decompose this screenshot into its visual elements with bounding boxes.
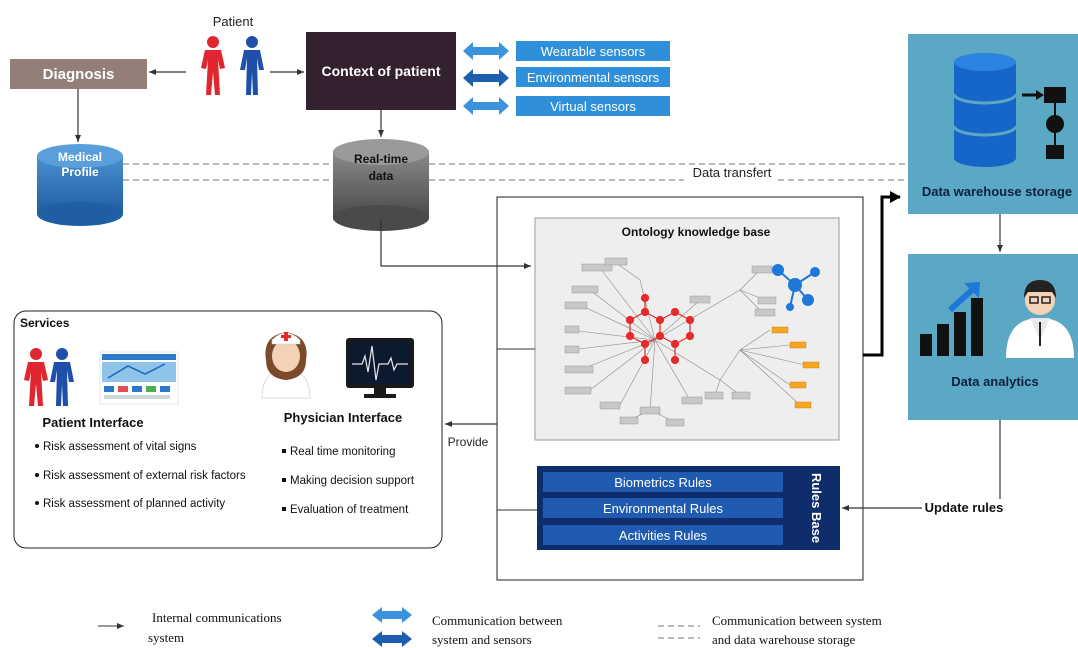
patient-label: Patient [213, 14, 254, 29]
medical-profile-label-2: Profile [61, 165, 99, 179]
physician-interface-item-1: Real time monitoring [290, 446, 395, 458]
diagnosis-label: Diagnosis [43, 66, 115, 83]
patient-bullet-2 [35, 473, 39, 477]
patient-figures-icon [201, 36, 264, 95]
patient-interface-item-2: Risk assessment of external risk factors [43, 470, 246, 482]
legend-warehouse-line-2: and data warehouse storage [712, 632, 856, 647]
context-label: Context of patient [322, 63, 441, 79]
activities-rules-box [543, 525, 783, 545]
biometrics-rules-box [543, 472, 783, 492]
environmental-rules-label: Environmental Rules [603, 501, 723, 516]
data-transfer-dashed-lines [123, 163, 908, 181]
physician-bullet-1 [282, 449, 286, 453]
legend-dashed-lines [658, 625, 700, 639]
update-rules-arrow [842, 420, 1001, 511]
environmental-sensors-label: Environmental sensors [527, 70, 660, 85]
system-to-warehouse-arrow [863, 191, 901, 357]
patient-interface-item-3: Risk assessment of planned activity [43, 498, 225, 510]
physician-interface-item-2: Making decision support [290, 475, 415, 487]
ontology-title: Ontology knowledge base [622, 225, 771, 239]
physician-interface-title: Physician Interface [284, 410, 403, 425]
update-rules-label: Update rules [925, 500, 1004, 515]
physician-bullet-3 [282, 507, 286, 511]
database-icon [952, 53, 1018, 167]
virtual-sensors-box [516, 96, 670, 116]
provide-label: Provide [448, 435, 489, 449]
legend-internal-line-2: system [148, 630, 184, 645]
diagnosis-box [10, 59, 147, 89]
environmental-sensors-box [516, 67, 670, 87]
medical-profile-label-1: Medical [58, 150, 102, 164]
nurse-icon [261, 332, 311, 399]
biometrics-rules-label: Biometrics Rules [614, 475, 712, 490]
legend-sensor-arrows [372, 607, 412, 647]
physician-interface-item-3: Evaluation of treatment [290, 504, 409, 516]
analytics-label: Data analytics [951, 374, 1038, 389]
update-rules-label-bg [922, 499, 1004, 517]
rules-base-label: Rules Base [809, 473, 824, 543]
services-title: Services [20, 316, 70, 330]
ontology-panel [534, 217, 840, 441]
warehouse-label: Data warehouse storage [922, 184, 1072, 199]
legend-sensors-line-1: Communication between [432, 613, 563, 628]
realtime-data-label-2: data [369, 169, 394, 183]
patient-interface-figures-icon [24, 348, 74, 406]
patient-interface-item-1: Risk assessment of vital signs [43, 441, 197, 453]
medical-profile-cylinder [37, 144, 123, 226]
patient-bullet-3 [35, 501, 39, 505]
legend-sensors-line-2: system and sensors [432, 632, 532, 647]
realtime-data-cylinder [333, 139, 429, 231]
flowchart-icon [1022, 87, 1066, 159]
patient-bullet-1 [35, 444, 39, 448]
environmental-rules-box [543, 498, 783, 518]
legend-internal-line-1: Internal communications [152, 610, 282, 625]
context-box [306, 32, 456, 110]
sensor-arrows [463, 42, 509, 115]
patient-interface-title: Patient Interface [42, 415, 143, 430]
dashboard-screenshot-icon [99, 351, 179, 405]
realtime-data-label-1: Real-time [354, 152, 408, 166]
bar-chart-icon [920, 282, 983, 356]
heart-monitor-icon [346, 338, 414, 398]
wearable-sensors-label: Wearable sensors [541, 44, 646, 59]
legend-warehouse-line-1: Communication between system [712, 613, 882, 628]
wearable-sensors-box [516, 41, 670, 61]
activities-rules-label: Activities Rules [619, 528, 708, 543]
ontology-graph [564, 257, 820, 427]
data-transfer-label: Data transfert [693, 165, 772, 180]
realtime-to-ontology-arrow [380, 218, 531, 269]
doctor-icon [1006, 280, 1074, 358]
network-icon [772, 264, 820, 311]
physician-bullet-2 [282, 478, 286, 482]
virtual-sensors-label: Virtual sensors [550, 99, 636, 114]
